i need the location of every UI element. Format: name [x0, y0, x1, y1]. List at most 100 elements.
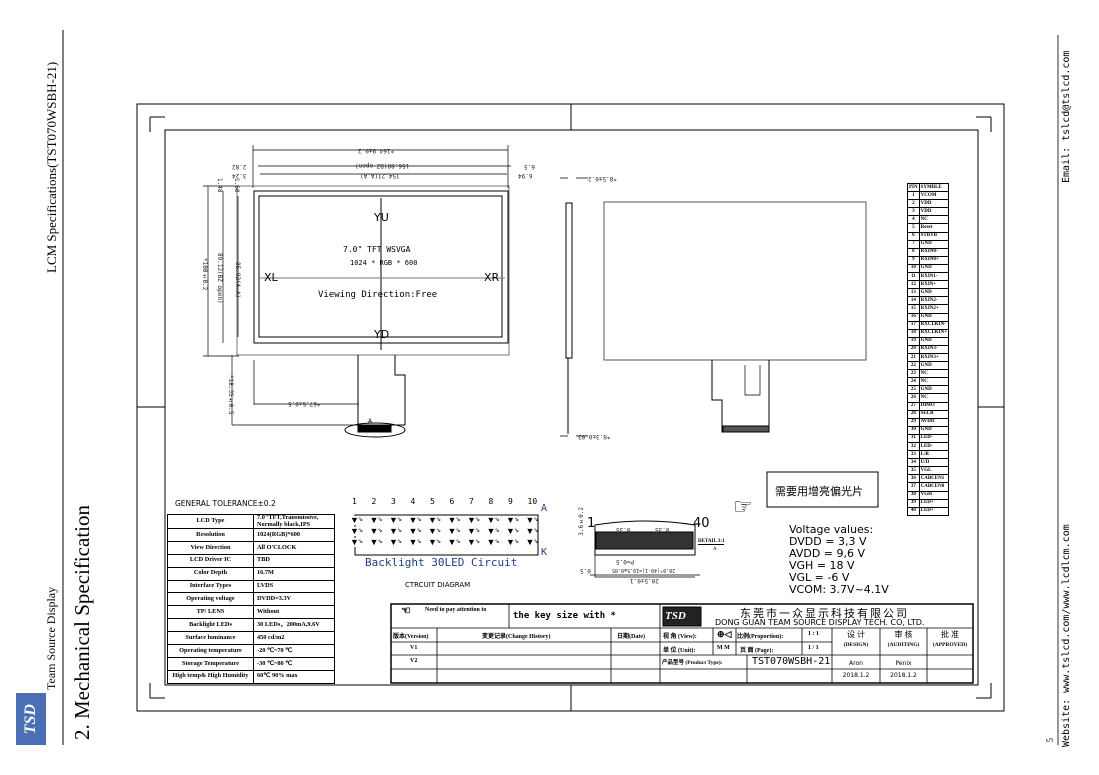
light-emission-icon: ⇘: [397, 517, 403, 523]
pin-symbol: GND: [918, 425, 950, 435]
projection-symbol-icon: ⊕◁: [717, 629, 732, 639]
spec-value: DVDD=3.3V: [253, 592, 335, 607]
pin-symbol: VCOM: [918, 191, 950, 201]
spec-label: LCD Type: [167, 514, 254, 529]
light-emission-icon: ⇘: [377, 528, 383, 534]
pin-number: 17: [907, 320, 920, 330]
spec-value: 7.0"TFT,Transmissive, Normally black,IPS: [253, 514, 335, 529]
page-label: 页 面 (Page):: [740, 648, 774, 654]
spec-value: 450 cd/m2: [253, 631, 335, 646]
view-label: 视 角 (View):: [663, 634, 697, 640]
spec-label: Backlight LEDs: [167, 618, 254, 633]
led-column-number: 9: [508, 497, 513, 506]
dim-top-2: 1.60: [233, 178, 240, 193]
voltage-dvdd: DVDD = 3,3 V: [789, 535, 867, 548]
led-diode-icon: ▼: [525, 537, 535, 547]
pin-number: 18: [907, 328, 920, 338]
voltage-title: Voltage values:: [789, 523, 874, 536]
pin-symbol: RXCLKIN+: [918, 328, 950, 338]
led-diode-icon: ▼: [506, 526, 515, 536]
pin-number: 26: [907, 393, 920, 403]
dim-fpc-thickness: *0.3±0.03: [578, 433, 611, 440]
led-diode-icon: ▼: [447, 537, 457, 547]
voltage-values: Voltage values: DVDD = 3,3 V AVDD = 9,6 …: [789, 524, 889, 596]
pin-number: 23: [907, 369, 920, 379]
pin-symbol: GND: [918, 263, 950, 274]
voltage-avdd: AVDD = 9,6 V: [789, 547, 866, 560]
light-emission-icon: ⇘: [533, 528, 539, 534]
pin-number: 21: [907, 352, 920, 363]
pin-number: 15: [907, 304, 920, 314]
spec-label: Surface luminance: [167, 631, 254, 646]
circuit-caption: CTRCUIT DIAGRAM: [405, 581, 471, 589]
general-tolerance: GENERAL TOLERANCE±0.2: [175, 499, 276, 508]
unit-value: M M: [717, 645, 730, 651]
pin-number: 22: [907, 361, 920, 371]
light-emission-icon: ⇘: [358, 517, 364, 523]
pin-symbol: NC: [918, 369, 950, 379]
led-diode-icon: ▼: [447, 515, 457, 525]
led-diode-icon: ▼: [447, 526, 457, 536]
dim-overall-height: *100±0.2: [201, 258, 208, 291]
email[interactable]: Email: tslcd@tslcd.com: [1061, 50, 1072, 183]
led-diode-icon: ▼: [506, 515, 515, 525]
spec-value: LVDS: [253, 579, 335, 594]
dim-overall-width: *164.9±0.2: [358, 147, 395, 154]
pin-number: 4: [907, 215, 920, 225]
website[interactable]: Website: www.tslcd.com/www.lcdlcm.com: [1061, 524, 1072, 747]
pin-number: 32: [907, 441, 920, 452]
auditing-header: 审 核(AUDITING): [887, 630, 920, 648]
light-emission-icon: ⇘: [494, 528, 500, 534]
led-diode-icon: ▼: [467, 537, 476, 547]
dim-fpc-height: *18.35±0.5: [227, 375, 234, 415]
led-diode-icon: ▼: [486, 537, 496, 547]
pin-number: 7: [907, 239, 920, 249]
document-title: LCM Specifications(TST070WSBH-21): [44, 61, 59, 273]
pin-symbol: U/D: [918, 458, 950, 468]
pin-symbol: LED+: [918, 506, 950, 516]
pin-number: 25: [907, 385, 920, 395]
pin-symbol: RXIN0-: [918, 247, 950, 257]
pin-symbol: LED-: [918, 441, 950, 452]
pin-number: 35: [907, 466, 920, 476]
spec-value: TBD: [253, 553, 335, 568]
light-emission-icon: ⇘: [494, 539, 500, 545]
pin-symbol: VDD: [918, 207, 950, 217]
spec-value: 60℃ 90% max: [253, 669, 335, 684]
company-name-cn: 东莞市一众显示科技有限公司: [740, 608, 909, 620]
spec-label: Storage Temperature: [167, 656, 254, 671]
detail-span: 20.0*(40-1)=19.5±0.05: [612, 567, 676, 573]
led-diode-icon: ▼: [486, 515, 496, 525]
light-emission-icon: ⇘: [455, 528, 461, 534]
led-diode-icon: ▼: [506, 537, 515, 547]
led-diode-icon: ▼: [408, 537, 418, 547]
company-logo: TSD: [665, 610, 686, 622]
pin-number: 6: [907, 231, 920, 241]
pin-symbol: GND: [918, 288, 950, 298]
dim-fpc-offset: *67.5±0.5: [288, 400, 321, 407]
light-emission-icon: ⇘: [475, 517, 481, 523]
pin-symbol: LED-: [918, 433, 950, 444]
light-emission-icon: ⇘: [377, 517, 383, 523]
pin-number: 30: [907, 425, 920, 435]
pin-symbol: NC: [918, 215, 950, 225]
dim-aa-width: 154.21(A.A): [360, 172, 400, 179]
